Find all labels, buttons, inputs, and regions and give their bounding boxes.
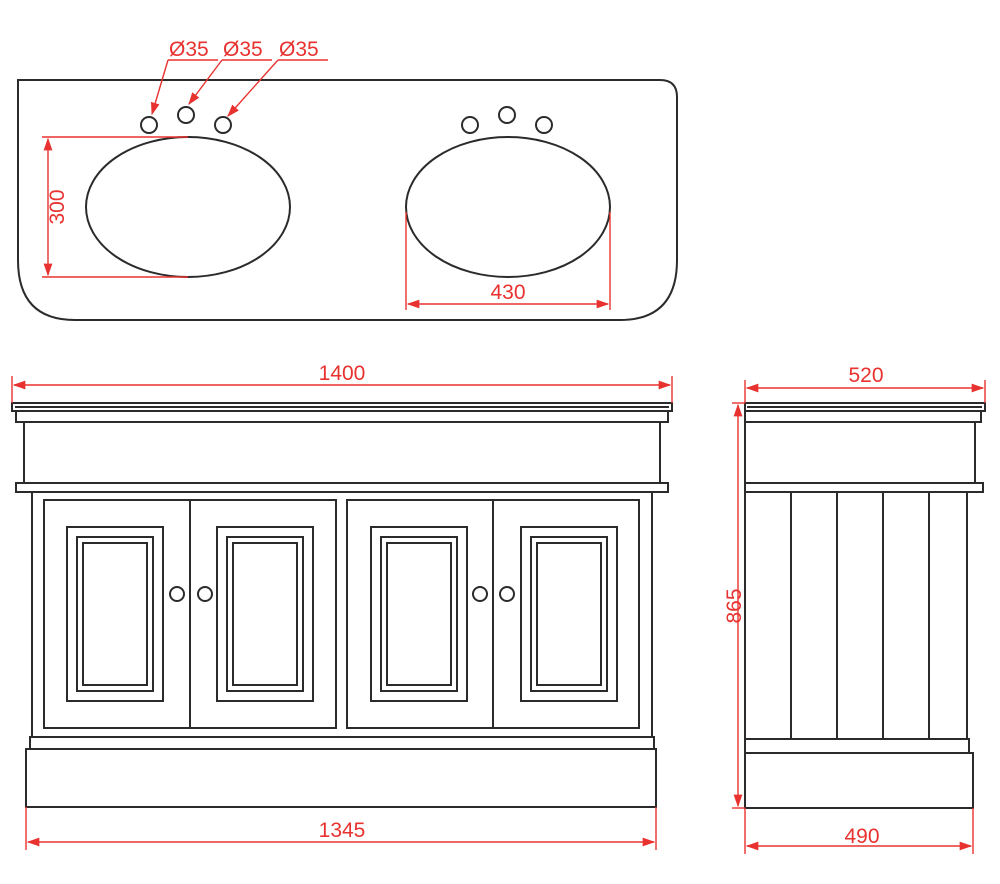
base-width-dimension — [25, 807, 657, 850]
left-basin — [85, 136, 291, 278]
front-ledge — [15, 482, 669, 493]
door-knob-2 — [197, 586, 213, 602]
hole-diameter-label-1: Ø35 — [169, 38, 209, 61]
basin-width-dimension — [405, 212, 611, 310]
top-width-dimension — [11, 376, 673, 403]
door-panel-1 — [66, 526, 164, 702]
front-apron — [23, 421, 661, 484]
side-ledge — [744, 482, 984, 493]
base-width-label: 1345 — [319, 819, 366, 842]
side-top-depth-dimension — [744, 380, 986, 403]
door-panel-4 — [520, 526, 618, 702]
side-plinth — [744, 752, 974, 809]
front-worktop-lower — [15, 410, 669, 423]
top-width-label: 1400 — [319, 362, 366, 385]
left-tap-hole-2 — [177, 106, 195, 124]
left-tap-hole-1 — [140, 116, 158, 134]
side-base-depth-dimension — [744, 808, 974, 854]
top-view: Ø35 Ø35 Ø35 300 430 — [17, 38, 678, 321]
hole-diameter-label-2: Ø35 — [223, 38, 263, 61]
basin-depth-dimension — [42, 136, 188, 278]
door-panel-3 — [370, 526, 468, 702]
right-tap-hole-1 — [461, 116, 479, 134]
basin-depth-label: 300 — [46, 189, 69, 224]
front-view: 1400 1345 — [11, 362, 673, 850]
left-tap-hole-3 — [214, 116, 232, 134]
door-knob-3 — [472, 586, 488, 602]
side-view: 520 865 490 — [723, 364, 986, 854]
side-worktop-lower — [744, 410, 982, 423]
right-tap-hole-2 — [498, 106, 516, 124]
side-plinth-cap — [744, 738, 970, 754]
hole-diameter-label-3: Ø35 — [279, 38, 319, 61]
hole-diameter-leaders — [150, 59, 328, 117]
door-panel-2 — [216, 526, 314, 702]
right-basin — [405, 136, 611, 278]
side-carcass — [744, 491, 968, 740]
side-top-depth-label: 520 — [848, 364, 883, 387]
front-plinth-cap — [29, 736, 655, 750]
side-height-label: 865 — [723, 588, 746, 623]
basin-width-label: 430 — [490, 281, 525, 304]
side-apron — [744, 421, 976, 484]
countertop-outline — [17, 79, 678, 321]
door-knob-4 — [499, 586, 515, 602]
front-plinth — [25, 748, 657, 808]
side-base-depth-label: 490 — [844, 825, 879, 848]
right-tap-hole-3 — [535, 116, 553, 134]
door-knob-1 — [169, 586, 185, 602]
side-height-dimension — [732, 402, 745, 809]
